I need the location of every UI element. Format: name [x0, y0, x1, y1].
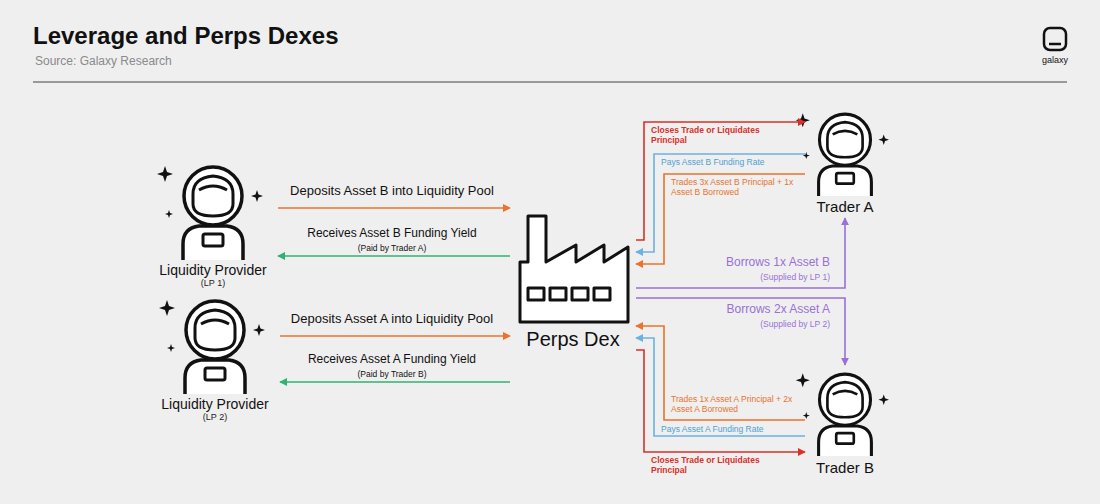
flow-arrow	[280, 381, 510, 383]
flow-arrow	[636, 326, 805, 420]
flow-arrow	[636, 174, 805, 264]
logo-text: galaxy	[1040, 55, 1070, 66]
edge-label: Closes Trade or Liquidates Principal	[649, 125, 781, 145]
edge-label: Receives Asset A Funding Yield	[306, 352, 478, 366]
node-label: Liquidity Provider	[150, 396, 280, 412]
figure-node: Liquidity Provider(LP 2)	[150, 290, 280, 425]
edge-label: Borrows 2x Asset A	[725, 302, 832, 316]
flow-arrow	[278, 207, 510, 209]
flow-arrow	[636, 350, 805, 452]
figure-node: Liquidity Provider(LP 1)	[148, 150, 278, 294]
flow-arrow	[636, 122, 805, 240]
edge-label: Receives Asset B Funding Yield	[305, 226, 478, 240]
edge-label: Pays Asset B Funding Rate	[659, 157, 766, 167]
edge-label: Deposits Asset B into Liquidity Pool	[288, 183, 496, 199]
node-label: Perps Dex	[510, 328, 636, 351]
node-label: Trader B	[805, 459, 885, 476]
edge-sublabel: (Paid by Trader A)	[356, 243, 429, 253]
edge-label: Trades 3x Asset B Principal + 1x Asset B…	[669, 177, 801, 197]
node-label: Trader A	[805, 198, 885, 215]
figure-node: Trader A	[805, 106, 885, 218]
flow-arrow	[636, 338, 805, 436]
flow-arrow	[280, 335, 510, 337]
flow-arrow	[636, 298, 845, 365]
edge-label: Deposits Asset A into Liquidity Pool	[289, 311, 495, 327]
node-sublabel: (LP 1)	[148, 278, 278, 288]
figure-node: Trader B	[805, 365, 885, 479]
subtitle: Source: Galaxy Research	[33, 54, 174, 68]
node-label: Liquidity Provider	[148, 262, 278, 278]
node-sublabel: (LP 2)	[150, 412, 280, 422]
title: Leverage and Perps Dexes	[33, 22, 339, 50]
flow-arrow	[278, 255, 510, 257]
edge-sublabel: (Supplied by LP 2)	[758, 319, 832, 329]
edge-label: Pays Asset A Funding Rate	[659, 424, 766, 434]
flow-arrow	[636, 218, 845, 288]
edge-label: Borrows 1x Asset B	[724, 255, 832, 269]
edge-sublabel: (Paid by Trader B)	[356, 369, 429, 379]
figure-node: Perps Dex	[510, 200, 636, 392]
edge-label: Trades 1x Asset A Principal + 2x Asset A…	[669, 394, 801, 414]
edge-sublabel: (Supplied by LP 1)	[758, 272, 832, 282]
edge-label: Closes Trade or Liquidates Principal	[649, 455, 781, 475]
flow-arrow	[636, 154, 805, 252]
